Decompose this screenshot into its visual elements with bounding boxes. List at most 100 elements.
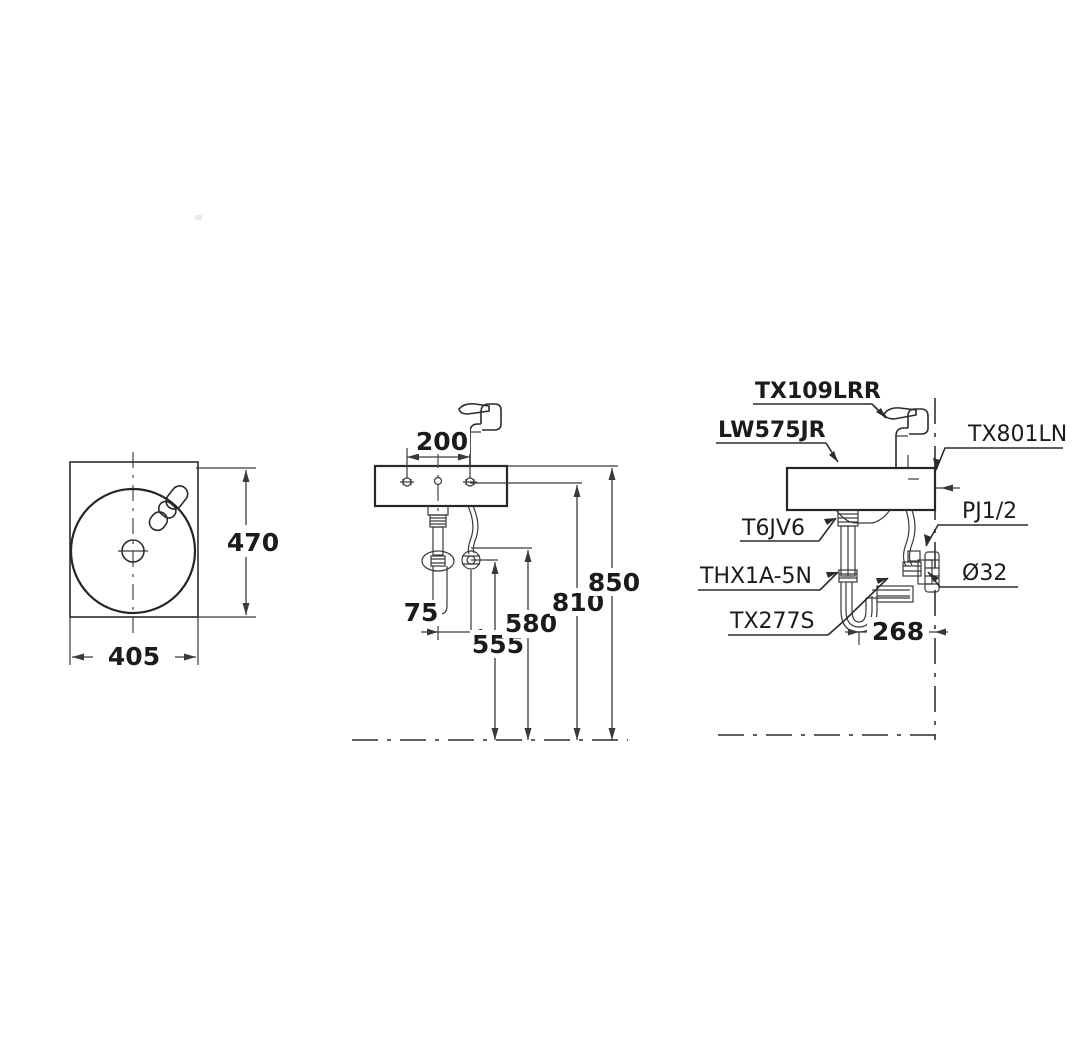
side-basin-bolt-marks bbox=[400, 477, 477, 487]
side-trap-nut bbox=[430, 555, 446, 567]
callout-thx1a5n-text: THX1A-5N bbox=[699, 564, 812, 589]
callout-pj12-text: PJ1/2 bbox=[962, 499, 1017, 524]
side-dim-810-arrow-top bbox=[573, 485, 581, 497]
side-trap-body bbox=[421, 550, 455, 572]
parts-basin-body bbox=[785, 466, 937, 512]
callout-lw575jr-arrowhead bbox=[829, 451, 838, 462]
parts-basin-underside bbox=[835, 509, 891, 524]
parts-drain-fitting bbox=[835, 509, 891, 527]
parts-faucet-head bbox=[909, 408, 929, 435]
plan-dim-405-arrow-left bbox=[72, 653, 84, 661]
side-view: 200 75 555 bbox=[352, 403, 644, 741]
side-dim-580-arrow-bottom bbox=[524, 728, 532, 740]
plan-dim-470-text-mask bbox=[224, 525, 286, 557]
parts-faucet-group bbox=[883, 407, 929, 468]
plan-faucet-handle bbox=[148, 511, 169, 532]
scan-artifact-dot bbox=[195, 215, 202, 220]
side-dim-850-text-mask bbox=[586, 568, 644, 596]
side-angle-stop-flats bbox=[462, 555, 480, 565]
callout-diameter32-text: Ø32 bbox=[962, 561, 1007, 586]
parts-faucet-column bbox=[895, 427, 908, 468]
parts-supply-riser bbox=[902, 509, 922, 577]
plan-dim-470-text: 470 bbox=[227, 528, 279, 557]
plan-bowl-circle bbox=[69, 487, 197, 615]
callout-pj12-arrowhead bbox=[924, 534, 931, 546]
callout-lw575jr: LW575JR bbox=[716, 418, 839, 463]
side-bolt-left-cross bbox=[400, 479, 414, 485]
side-dim-75-text: 75 bbox=[404, 598, 439, 627]
parts-dim-268-text: 268 bbox=[872, 617, 924, 646]
side-dim-75-text-mask bbox=[400, 600, 442, 626]
callout-tx277s-text: TX277S bbox=[729, 609, 814, 634]
callout-tx277s-leader bbox=[827, 577, 889, 636]
side-dim-850-arrow-top bbox=[608, 468, 616, 480]
side-dim-200-arrow-left bbox=[407, 453, 419, 461]
side-tailpipe-upper bbox=[432, 526, 444, 556]
callout-lw575jr-text: LW575JR bbox=[718, 418, 826, 443]
side-dim-75-arrow-left bbox=[427, 628, 438, 636]
parts-tx801ln-marker bbox=[935, 484, 960, 492]
callout-tx801ln: TX801LN bbox=[933, 422, 1067, 471]
side-drain-nut-threads bbox=[430, 517, 446, 525]
plan-outline-rect bbox=[69, 461, 199, 618]
side-faucet-head bbox=[482, 403, 502, 431]
callout-pj12-leader bbox=[925, 524, 960, 547]
callout-tx109lrr-arrowhead bbox=[876, 408, 886, 418]
plan-faucet-group bbox=[148, 485, 189, 532]
callout-diameter32-arrowhead bbox=[928, 572, 939, 582]
parts-trap-run-box bbox=[876, 585, 914, 603]
parts-drain-nut-threads bbox=[838, 513, 858, 523]
parts-stop-tee bbox=[907, 550, 921, 562]
side-hose-outer bbox=[467, 505, 474, 555]
parts-tailpipe-nut-threads bbox=[839, 573, 857, 579]
side-hose-inner bbox=[472, 505, 479, 554]
side-dim-555-arrow-top bbox=[491, 562, 499, 574]
side-dim-850-text: 850 bbox=[588, 568, 640, 597]
parts-dim-268-arrow-left bbox=[848, 628, 859, 636]
parts-dim-268-text-mask bbox=[867, 617, 929, 647]
parts-tailpipe-nut bbox=[838, 569, 858, 583]
side-dim-850-arrow-bottom bbox=[608, 728, 616, 740]
callout-t6jv6: T6JV6 bbox=[740, 516, 837, 542]
plan-view: 405 470 bbox=[69, 452, 286, 672]
side-dim-200: 200 bbox=[406, 427, 471, 478]
plan-faucet-spout bbox=[165, 485, 189, 510]
parts-riser-inner bbox=[908, 509, 916, 566]
side-dim-580-text: 580 bbox=[505, 609, 557, 638]
parts-dim-268-arrow-right bbox=[935, 628, 946, 636]
callout-tx801ln-arrowhead bbox=[933, 458, 940, 470]
parts-wall-flange bbox=[924, 551, 940, 593]
parts-faucet-lever bbox=[883, 407, 917, 420]
side-bolt-right-cross bbox=[463, 479, 477, 485]
side-dim-555: 555 bbox=[470, 559, 528, 740]
parts-wall-flange-lines bbox=[925, 559, 939, 585]
parts-dim-268: 268 bbox=[845, 617, 948, 647]
side-faucet-neck bbox=[480, 403, 495, 424]
side-drain-mark bbox=[433, 476, 443, 486]
plan-dim-405-arrow-right bbox=[184, 653, 196, 661]
callout-t6jv6-arrowhead bbox=[824, 518, 836, 525]
callout-thx1a5n-leader bbox=[819, 571, 839, 591]
side-dim-580: 580 bbox=[471, 547, 560, 740]
parts-riser-outer bbox=[902, 509, 910, 567]
callout-diameter32: Ø32 bbox=[927, 561, 1018, 588]
parts-trap-inner bbox=[845, 582, 873, 628]
side-supply-hose bbox=[461, 505, 481, 570]
callout-tx277s: TX277S bbox=[728, 577, 889, 636]
callout-t6jv6-leader bbox=[818, 517, 837, 542]
parts-angle-stop bbox=[907, 550, 940, 593]
side-dim-75: 75 bbox=[400, 570, 488, 640]
plan-dim-470-arrow-top bbox=[242, 470, 250, 482]
parts-tx801ln-arrow bbox=[941, 484, 953, 492]
side-dim-580-arrow-top bbox=[524, 550, 532, 562]
callout-t6jv6-text: T6JV6 bbox=[741, 516, 805, 541]
side-dim-850: 850 bbox=[507, 465, 644, 740]
side-basin-body bbox=[373, 464, 509, 508]
side-faucet-lever bbox=[458, 403, 490, 415]
parts-trap-core bbox=[851, 582, 867, 623]
callout-tx109lrr: TX109LRR bbox=[753, 379, 887, 419]
plan-dim-405: 405 bbox=[69, 617, 199, 672]
plan-dim-405-text: 405 bbox=[108, 642, 160, 671]
